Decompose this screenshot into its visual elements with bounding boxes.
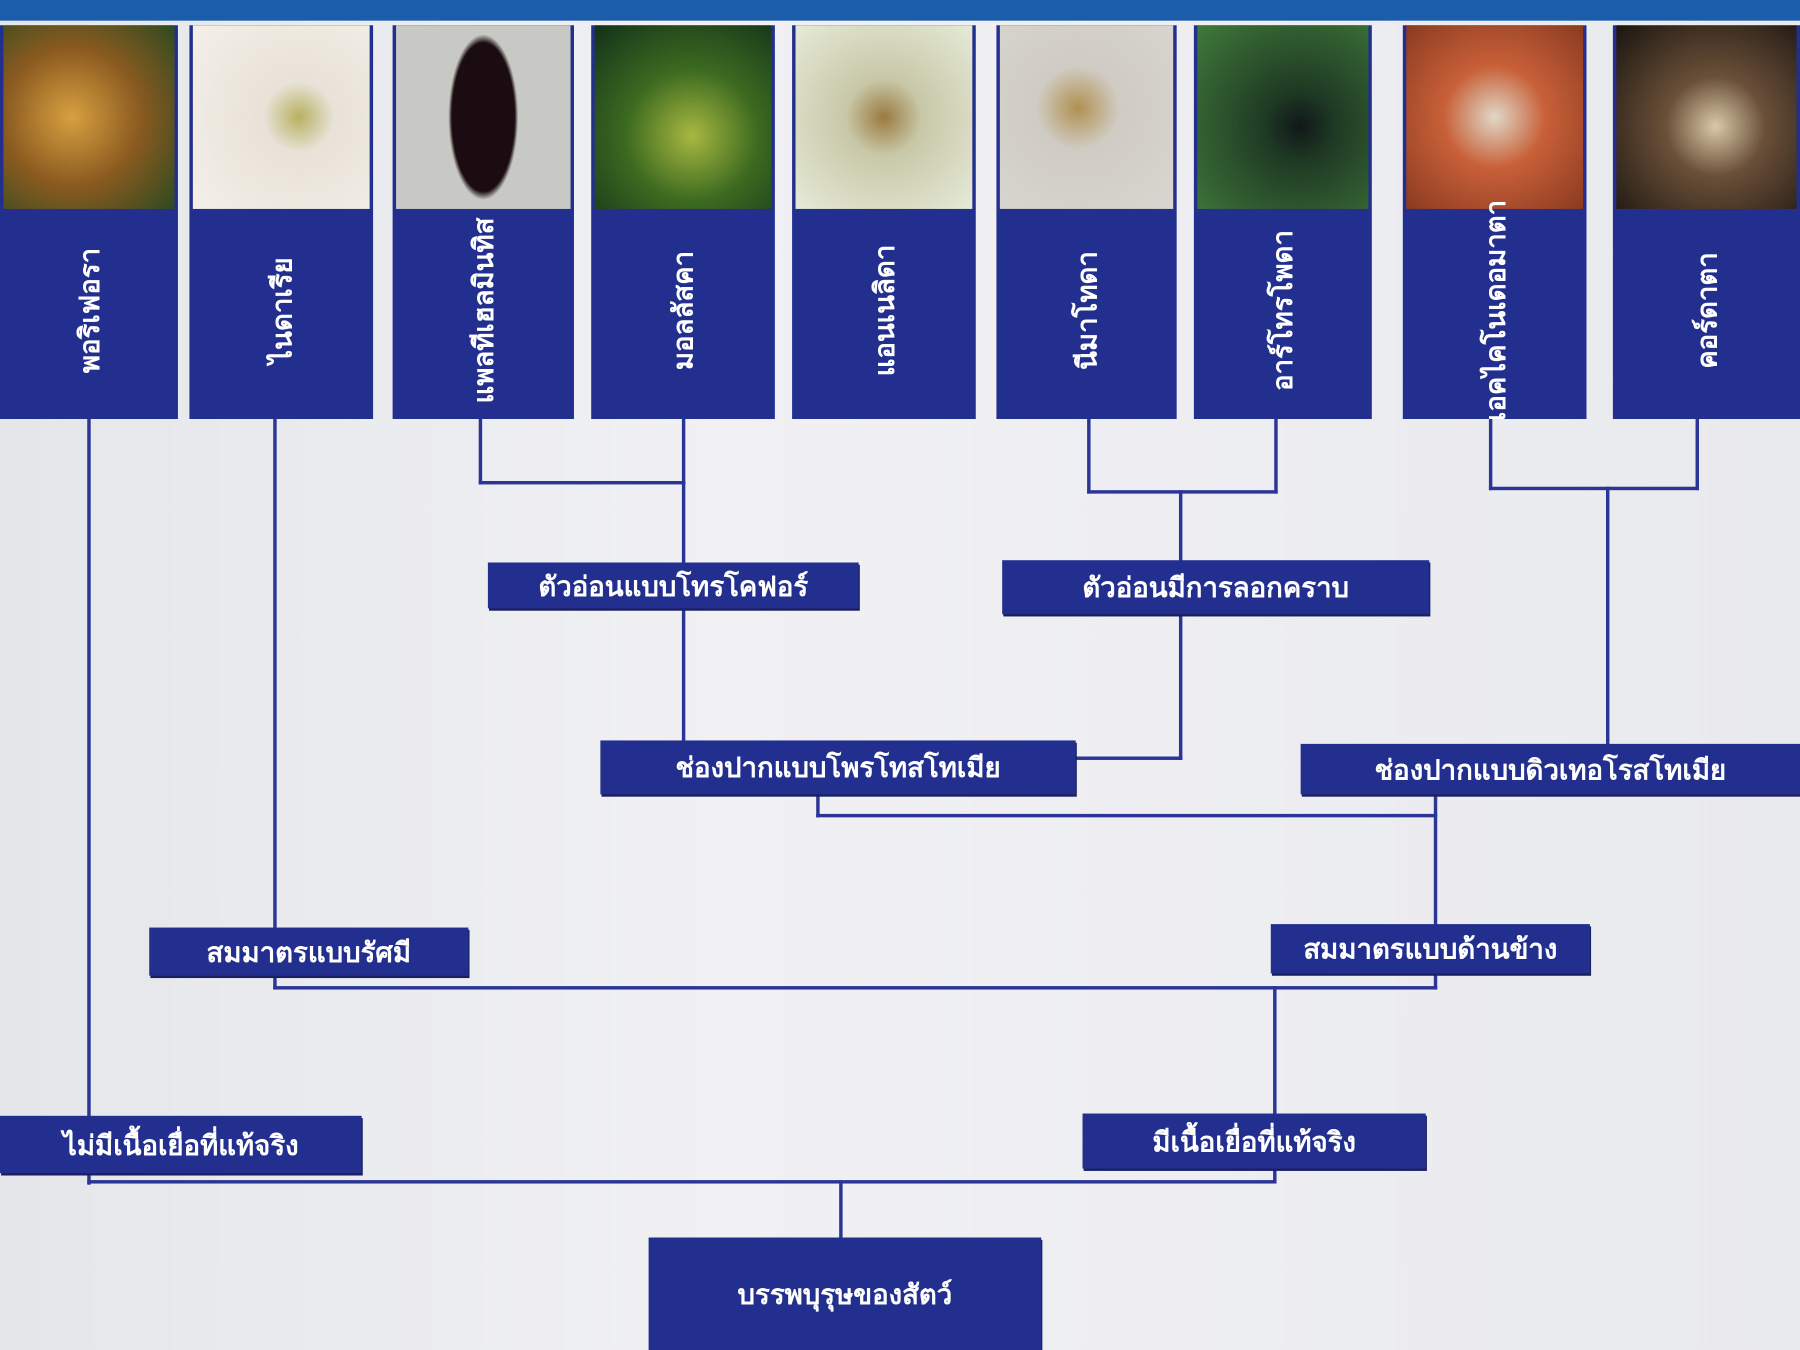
- branch-line: [1695, 419, 1699, 491]
- branch-line: [681, 480, 686, 565]
- phylum-label: พอริเฟอรา: [73, 247, 106, 373]
- phylum-label: นีมาโทดา: [1071, 250, 1104, 370]
- branch-line: [1274, 419, 1278, 494]
- branch-line: [839, 1180, 843, 1240]
- branch-line: [478, 480, 686, 485]
- squirrel-photo: [1616, 25, 1797, 209]
- phylum-card-chordata: คอร์ดาตา: [1612, 25, 1800, 420]
- branch-line: [273, 986, 1438, 990]
- branch-line: [816, 813, 1438, 818]
- node-no-true-tissue: ไม่มีเนื้อเยื่อที่แท้จริง: [0, 1115, 362, 1174]
- branch-line: [681, 419, 686, 485]
- phylum-card-cnidaria: ไนดาเรีย: [189, 25, 374, 420]
- node-molting-larva: ตัวอ่อนมีการลอกคราบ: [1002, 560, 1430, 615]
- phylum-label: แอนเนลิดา: [868, 244, 901, 376]
- node-bilateral-symmetry: สมมาตรแบบด้านข้าง: [1270, 924, 1590, 974]
- branch-line: [1488, 486, 1699, 491]
- sponge-photo: [3, 25, 175, 209]
- branch-line: [87, 1180, 1277, 1184]
- phylum-card-mollusca: มอลลัสคา: [591, 25, 775, 420]
- branch-line: [1433, 792, 1438, 990]
- starfish-photo: [1406, 25, 1584, 209]
- branch-line: [1087, 419, 1091, 494]
- beetle-photo: [1197, 25, 1369, 209]
- branch-line: [273, 419, 277, 990]
- phylum-label: เอคไคโนเดอมาตา: [1479, 199, 1512, 420]
- phylum-label: ไนดาเรีย: [265, 256, 298, 364]
- top-bar: [0, 0, 1800, 21]
- flatworm-photo: [396, 25, 571, 209]
- node-trochophore-larva: ตัวอ่อนแบบโทรโคฟอร์: [487, 562, 859, 609]
- branch-line: [1178, 614, 1183, 760]
- phylum-label: คอร์ดาตา: [1690, 251, 1724, 369]
- phylum-card-annelida: แอนเนลิดา: [792, 25, 976, 420]
- phylum-card-platyhelminthes: แพลทีเฮลมินทิส: [392, 25, 574, 420]
- roundworm-photo: [999, 25, 1174, 209]
- hydra-photo: [192, 25, 370, 209]
- node-protostomia: ช่องปากแบบโพรโทสโทเมีย: [600, 740, 1076, 795]
- phylum-card-echinodermata: เอคไคโนเดอมาตา: [1402, 25, 1587, 420]
- node-animal-ancestor: บรรพบุรุษของสัตว์: [648, 1237, 1042, 1350]
- segmented-worm-photo: [795, 25, 973, 209]
- phylum-label: มอลลัสคา: [667, 250, 700, 370]
- branch-line: [1273, 986, 1277, 1183]
- phylum-card-arthropoda: อาร์โทรโพดา: [1193, 25, 1372, 420]
- node-true-tissue: มีเนื้อเยื่อที่แท้จริง: [1082, 1113, 1426, 1169]
- phylum-card-porifera: พอริเฟอรา: [0, 25, 178, 420]
- branch-line: [1488, 419, 1493, 491]
- phylum-label: แพลทีเฮลมินทิส: [467, 216, 500, 403]
- branch-line: [681, 608, 686, 760]
- branch-line: [1178, 490, 1183, 563]
- sea-slug-photo: [594, 25, 772, 209]
- branch-line: [87, 419, 91, 1185]
- branch-line: [478, 419, 483, 485]
- phylum-card-nematoda: นีมาโทดา: [996, 25, 1177, 420]
- node-deuterostomia: ช่องปากแบบดิวเทอโรสโทเมีย: [1300, 743, 1800, 795]
- phylum-label: อาร์โทรโพดา: [1267, 229, 1300, 391]
- branch-line: [1605, 486, 1610, 747]
- node-radial-symmetry: สมมาตรแบบรัศมี: [149, 927, 469, 976]
